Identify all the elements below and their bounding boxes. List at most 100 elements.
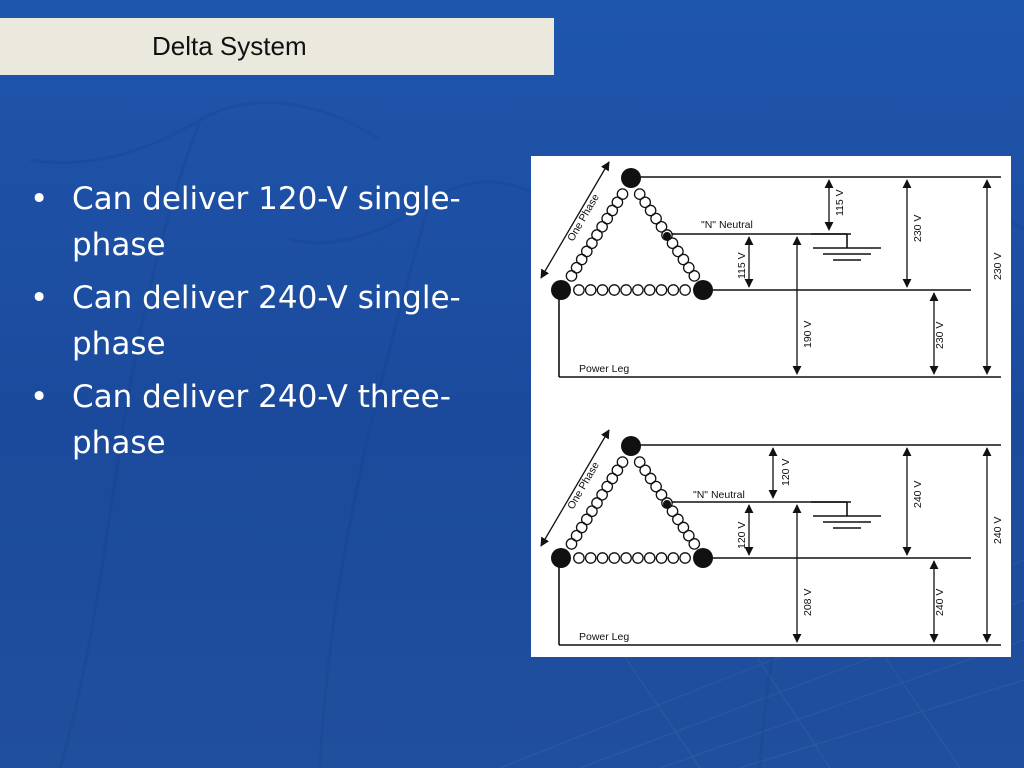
coil-loop xyxy=(596,552,609,564)
coil-loop xyxy=(682,261,695,274)
coil-winding xyxy=(633,456,701,550)
coil-loop xyxy=(632,284,644,296)
coil-loop xyxy=(608,552,621,564)
slide-title: Delta System xyxy=(152,31,307,61)
bullet-list: • Can deliver 120-V single- phase • Can … xyxy=(30,176,500,473)
coil-loop xyxy=(644,472,657,485)
coil-loop xyxy=(677,253,690,266)
one-phase-label: One Phase xyxy=(565,192,602,244)
terminal-node xyxy=(621,168,641,188)
voltage-label: 240 V xyxy=(912,481,924,508)
coil-loop xyxy=(666,505,679,518)
coil-loop xyxy=(655,552,668,564)
coil-winding xyxy=(573,552,691,564)
coil-loop xyxy=(608,284,621,296)
bullet-icon: • xyxy=(30,181,49,217)
coil-loop xyxy=(573,284,585,296)
bullet-line: Can deliver 240-V three- xyxy=(72,379,451,415)
bullet-line: Can deliver 120-V single- xyxy=(72,181,461,217)
coil-loop xyxy=(639,464,652,477)
coil-winding xyxy=(633,188,701,282)
coil-loop xyxy=(565,270,578,282)
bullet-item: • Can deliver 240-V three- phase xyxy=(30,374,500,466)
coil-loop xyxy=(643,284,656,296)
delta-diagrams-svg: "N" Neutral Power Leg One Phase 115 V 11… xyxy=(540,161,1004,646)
coil-loop xyxy=(679,552,691,564)
coil-loop xyxy=(639,196,652,209)
coil-loop xyxy=(611,464,624,477)
bullet-line: phase xyxy=(72,326,166,362)
coil-loop xyxy=(565,538,578,550)
title-bar: Delta System xyxy=(0,18,554,75)
voltage-label: 208 V xyxy=(802,589,814,616)
bullet-line: phase xyxy=(72,425,166,461)
power-leg-label: Power Leg xyxy=(579,631,629,643)
voltage-label: 230 V xyxy=(934,322,946,349)
coil-loop xyxy=(644,204,657,217)
coil-loop xyxy=(616,188,629,200)
coil-loop xyxy=(650,480,662,493)
coil-loop xyxy=(655,284,668,296)
power-leg-label: Power Leg xyxy=(579,363,629,375)
bullet-line: Can deliver 240-V single- xyxy=(72,280,461,316)
bullet-icon: • xyxy=(30,280,49,316)
center-tap-dot xyxy=(663,500,671,508)
voltage-label: 115 V xyxy=(736,252,748,279)
coil-loop xyxy=(661,229,673,241)
delta-diagram-115v: "N" Neutral Power Leg One Phase 115 V 11… xyxy=(540,161,1004,378)
voltage-label: 120 V xyxy=(736,522,748,549)
coil-loop xyxy=(611,196,624,209)
coil-loop xyxy=(688,538,701,550)
terminal-node xyxy=(551,548,571,568)
coil-loop xyxy=(584,284,597,296)
coil-loop xyxy=(667,284,680,296)
coil-loop xyxy=(688,270,701,282)
neutral-label: "N" Neutral xyxy=(693,489,745,501)
voltage-label: 190 V xyxy=(802,321,814,348)
coil-loop xyxy=(633,188,646,200)
terminal-node xyxy=(693,548,713,568)
bus-lines xyxy=(558,176,1001,378)
coil-loop xyxy=(672,245,684,258)
bullet-line: phase xyxy=(72,227,166,263)
voltage-label: 230 V xyxy=(912,215,924,242)
coil-loop xyxy=(666,237,679,250)
delta-diagram-figure: "N" Neutral Power Leg One Phase 115 V 11… xyxy=(531,156,1011,657)
ground-symbol xyxy=(811,233,881,261)
dimension-arrows xyxy=(540,429,992,643)
bullet-item: • Can deliver 120-V single- phase xyxy=(30,176,500,268)
voltage-label: 240 V xyxy=(934,589,946,616)
coil-loop xyxy=(655,220,668,233)
voltage-label: 230 V xyxy=(992,253,1004,280)
coil-loop xyxy=(616,456,629,468)
coil-loop xyxy=(672,513,684,526)
coil-loop xyxy=(682,529,695,542)
coil-loop xyxy=(584,552,597,564)
coil-loop xyxy=(679,284,691,296)
terminal-node xyxy=(551,280,571,300)
bullet-icon: • xyxy=(30,379,49,415)
voltage-label: 115 V xyxy=(834,189,846,216)
coil-winding xyxy=(573,284,691,296)
terminal-node xyxy=(621,436,641,456)
terminal-node xyxy=(693,280,713,300)
coil-loop xyxy=(677,521,690,534)
dimension-arrows xyxy=(540,161,992,375)
coil-loop xyxy=(661,497,673,509)
coil-loop xyxy=(620,284,632,296)
coil-loop xyxy=(650,212,662,225)
coil-loop xyxy=(655,488,668,501)
coil-loop xyxy=(643,552,656,564)
center-tap-dot xyxy=(663,232,671,240)
one-phase-label: One Phase xyxy=(565,460,602,512)
coil-loop xyxy=(632,552,644,564)
coil-loop xyxy=(573,552,585,564)
voltage-label: 120 V xyxy=(780,459,792,486)
voltage-label: 240 V xyxy=(992,517,1004,544)
coil-loop xyxy=(620,552,632,564)
coil-loop xyxy=(596,284,609,296)
coil-loop xyxy=(633,456,646,468)
delta-diagram-120v: "N" Neutral Power Leg One Phase 120 V 12… xyxy=(540,429,1004,646)
neutral-label: "N" Neutral xyxy=(701,219,753,231)
bullet-item: • Can deliver 240-V single- phase xyxy=(30,275,500,367)
